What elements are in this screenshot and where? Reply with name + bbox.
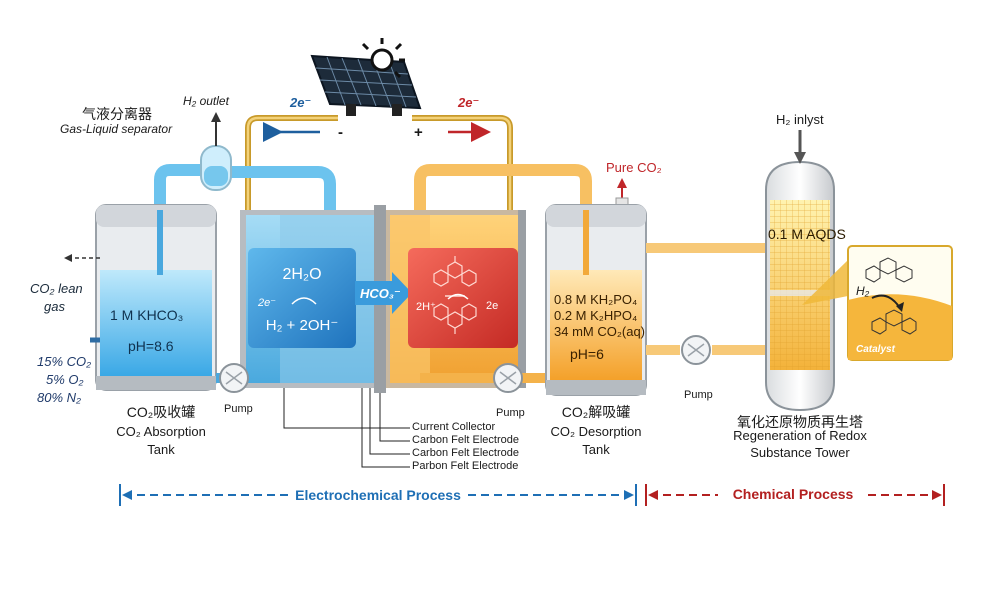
feed-co2-label: 15% CO₂ xyxy=(37,354,92,369)
catalyst-zoom-panel xyxy=(847,245,953,361)
pure-co2-label: Pure CO₂ xyxy=(606,160,662,175)
regeneration-tower xyxy=(765,130,835,412)
pump-1-label: Pump xyxy=(224,403,253,415)
cathode-products: H₂ + 2OH⁻ xyxy=(265,317,339,334)
tower-aqds: 0.1 M AQDS xyxy=(768,226,846,242)
zoom-h2-label: H₂ xyxy=(856,284,870,298)
gas-liquid-separator xyxy=(154,112,336,215)
right-electron-label: 2e⁻ xyxy=(458,95,480,110)
absorption-solution: 1 M KHCO₃ xyxy=(110,307,184,323)
legend-current-collector: Current Collector xyxy=(412,421,496,433)
desorption-label-en-2: Tank xyxy=(582,442,610,457)
desorption-line-1: 0.8 M KH₂PO₄ xyxy=(554,292,638,307)
lean-gas-label-1: CO₂ lean xyxy=(30,281,83,296)
anode-reaction-box xyxy=(408,248,518,348)
chemical-process-bracket xyxy=(645,484,945,506)
catalyst-label: Catalyst xyxy=(856,344,895,355)
positive-terminal: + xyxy=(414,124,423,141)
anode-electrons: 2e xyxy=(486,300,499,312)
tower-h2-inlet: H₂ inlyst xyxy=(776,112,824,127)
co2-desorption-tank xyxy=(545,204,647,396)
anolyte-pipe xyxy=(414,164,592,215)
hco3-label: HCO₃⁻ xyxy=(360,286,401,301)
quinone-molecule-icon xyxy=(433,256,477,334)
left-electron-label: 2e⁻ xyxy=(290,95,312,110)
separator-label-cn: 气液分离器 xyxy=(82,106,152,122)
negative-terminal: - xyxy=(338,124,343,141)
desorption-line-2: 0.2 M K₂HPO₄ xyxy=(554,308,638,323)
absorption-ph: pH=8.6 xyxy=(128,338,174,354)
legend-carbon-felt-1: Carbon Felt Electrode xyxy=(412,434,519,446)
pump-2-label: Pump xyxy=(496,407,525,419)
desorption-ph: pH=6 xyxy=(570,346,604,362)
absorption-label-cn: CO₂吸收罐 xyxy=(126,404,196,420)
solar-panel-icon xyxy=(310,38,422,116)
desorption-line-3: 34 mM CO₂(aq) xyxy=(554,324,646,339)
co2-absorption-tank xyxy=(95,204,217,391)
hco3-transport-arrow xyxy=(355,272,412,314)
pump-3-label: Pump xyxy=(684,389,713,401)
cathode-electrons: 2e⁻ xyxy=(258,297,277,309)
h2-outlet-label: H₂ outlet xyxy=(183,94,229,108)
chemical-process-label: Chemical Process xyxy=(732,486,854,502)
absorption-label-en-2: Tank xyxy=(147,442,175,457)
desorption-label-cn: CO₂解吸罐 xyxy=(561,404,631,420)
tower-label-en-1: Regeneration of Redox xyxy=(733,428,867,443)
electrochemical-process-label: Electrochemical Process xyxy=(295,487,461,503)
cathode-reactant: 2H₂O xyxy=(282,266,322,283)
legend-carbon-felt-3: Parbon Felt Electrode xyxy=(412,460,519,472)
absorption-label-en-1: CO₂ Absorption xyxy=(116,424,206,439)
separator-label-en: Gas-Liquid separator xyxy=(60,122,173,136)
electrode-legend-leaders xyxy=(283,388,410,468)
external-circuit xyxy=(245,115,513,210)
electrochemical-process-bracket xyxy=(119,484,637,506)
desorption-label-en-1: CO₂ Desorption xyxy=(550,424,642,439)
tower-label-cn: 氧化还原物质再生塔 xyxy=(737,414,863,430)
feed-o2-label: 5% O₂ xyxy=(46,372,84,387)
zoom-connector xyxy=(802,260,848,305)
tower-label-en-2: Substance Tower xyxy=(750,445,850,460)
lean-gas-label-2: gas xyxy=(44,299,65,314)
anode-protons: 2H⁺ xyxy=(416,301,436,313)
feed-n2-label: 80% N₂ xyxy=(37,390,81,405)
legend-carbon-felt-2: Carbon Felt Electrode xyxy=(412,447,519,459)
